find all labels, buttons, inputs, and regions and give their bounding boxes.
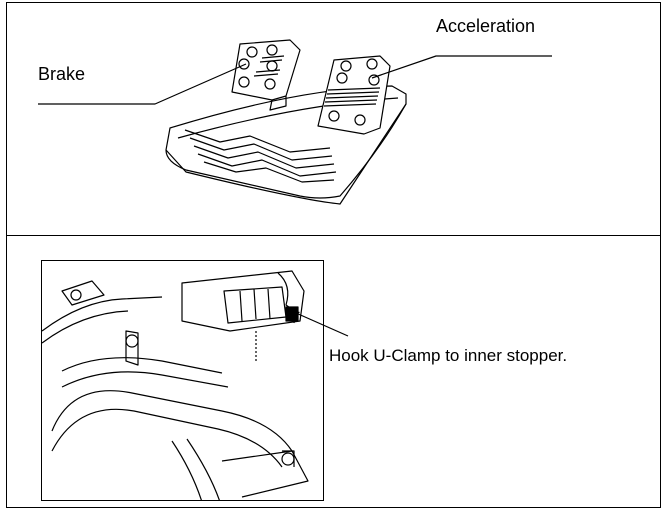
document-frame (6, 2, 661, 508)
housing-outline (42, 296, 163, 332)
acceleration-leader-line (371, 55, 552, 79)
acceleration-label: Acceleration (436, 16, 536, 36)
brake-leader-line (38, 63, 247, 105)
u-clamp-stopper-drawing (42, 270, 309, 500)
pedal-unit-drawing (38, 39, 552, 205)
stopper-inset (181, 270, 305, 332)
brake-pedal (231, 39, 301, 111)
instruction-label: Hook U-Clamp to inner stopper. (329, 346, 568, 365)
u-clamp-arc (51, 390, 293, 452)
acceleration-pedal (317, 55, 391, 135)
panel-divider (6, 235, 661, 236)
footrest-ridges (184, 129, 337, 183)
pedal-panel: Brake Acceleration (0, 0, 668, 236)
brake-label: Brake (38, 64, 86, 84)
u-clamp-figure (41, 260, 324, 501)
